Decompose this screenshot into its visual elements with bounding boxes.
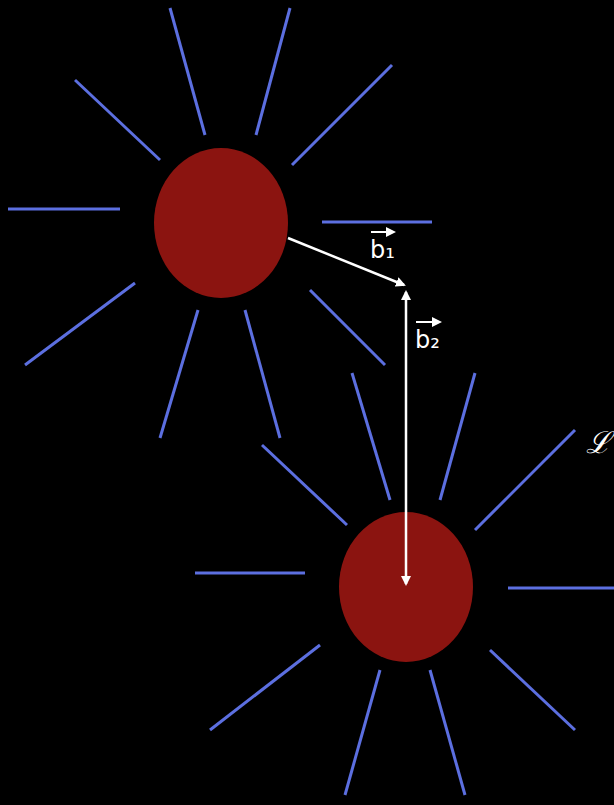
field-lines [8, 8, 614, 795]
vector-label: b₁ [370, 238, 395, 262]
vector-mark [416, 321, 440, 323]
line-label: ℒ [586, 428, 611, 458]
vector-arrow [405, 292, 408, 584]
vector-arrow [288, 238, 404, 285]
vector-label: b₂ [415, 328, 440, 352]
vector-mark [371, 231, 394, 233]
particle [154, 148, 288, 298]
